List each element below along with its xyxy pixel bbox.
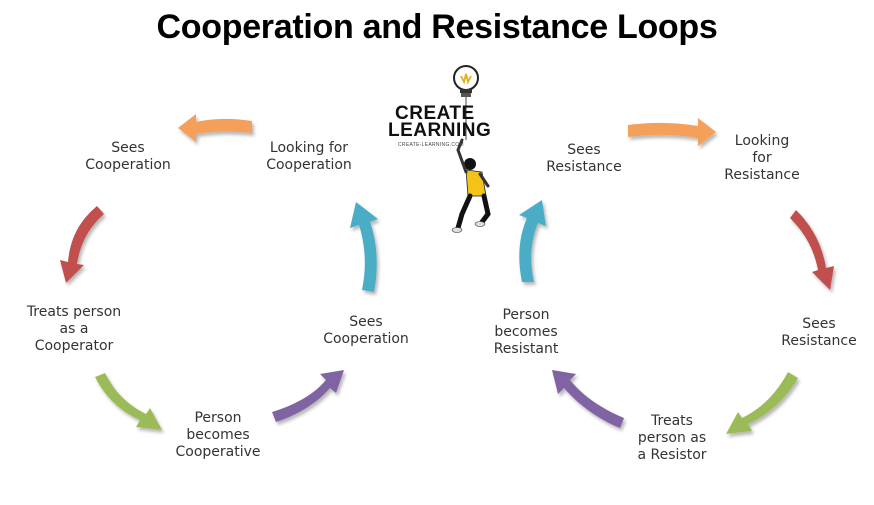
arrow-green-left [95,373,162,430]
arrow-purple-right [552,370,624,428]
res-looking-for-resistance: Looking for Resistance [724,133,800,183]
coop-treats-person-as-cooperator: Treats person as a Cooperator [26,304,122,354]
coop-sees-cooperation-top: Sees Cooperation [85,140,171,173]
coop-person-becomes-cooperative: Person becomes Cooperative [175,410,261,460]
arrow-red-left [60,206,104,283]
logo-site: CREATE-LEARNING.COM [398,142,464,148]
diagram-title: Cooperation and Resistance Loops [156,8,718,46]
arrow-teal-left [350,202,378,292]
coop-sees-cooperation-center: Sees Cooperation [323,314,409,347]
hanging-person-icon [451,138,491,233]
logo-line1: CREATE [395,103,475,124]
res-person-becomes-resistant: Person becomes Resistant [493,307,559,357]
arrow-orange-right [628,118,716,146]
arrow-green-right [726,372,798,434]
logo-line2: LEARNING [388,120,492,141]
res-sees-resistance-top: Sees Resistance [546,142,622,175]
res-treats-person-as-resistor: Treats person as a Resistor [637,413,707,463]
arrow-orange-left [178,114,252,142]
arrow-purple-left [272,370,344,422]
lightbulb-icon [453,65,479,140]
arrow-red-right [790,210,834,290]
coop-looking-for-cooperation: Looking for Cooperation [266,140,352,173]
arrow-teal-right [519,200,546,282]
res-sees-resistance-right: Sees Resistance [781,316,857,349]
